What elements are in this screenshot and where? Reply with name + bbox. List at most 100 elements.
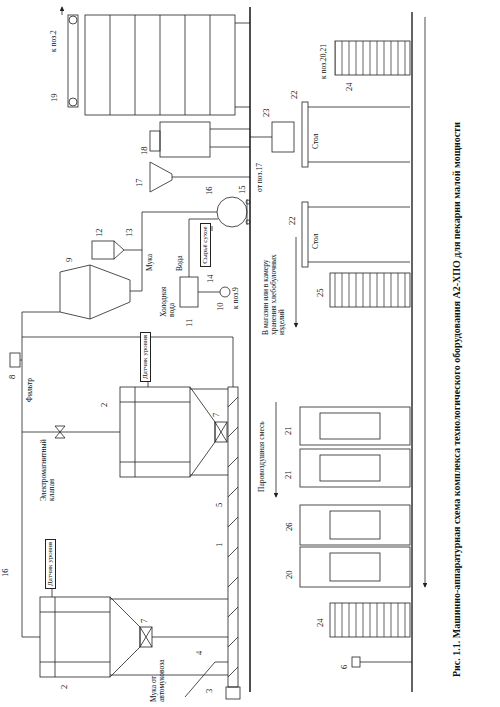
callout-number: 8 — [8, 375, 17, 379]
drawing-stroke — [198, 292, 220, 293]
drawing-stroke — [110, 599, 228, 675]
drawing-stroke — [276, 402, 277, 497]
drawing-stroke — [140, 627, 152, 647]
drawing-stroke — [52, 589, 53, 597]
callout-number: 7 — [212, 413, 221, 417]
drawing-stroke — [10, 353, 20, 367]
callout-number: 7 — [140, 619, 149, 623]
drawing-stroke — [92, 241, 114, 259]
callout-number: 25 — [316, 289, 325, 298]
annotation-label: Холодная вода — [160, 275, 176, 317]
callout-number: 14 — [206, 275, 215, 284]
annotation-label: Мука от автомуковоза — [150, 647, 166, 702]
drawing-stroke — [330, 511, 380, 539]
callout-number: 19 — [50, 94, 59, 103]
callout-number: 6 — [340, 665, 349, 669]
callout-number: 16 — [1, 569, 10, 578]
drawing-stroke — [272, 122, 294, 152]
drawing-stroke — [300, 505, 410, 545]
callout-number: 13 — [125, 229, 134, 238]
annotation-label: В магазин или в камеру хранения хлебобул… — [262, 240, 286, 335]
drawing-stroke — [40, 597, 140, 677]
drawing-stroke — [140, 627, 152, 647]
callout-number: 21 — [284, 427, 293, 436]
callout-number: 11 — [185, 319, 194, 327]
drawing-stroke — [60, 265, 130, 319]
callout-number: 24 — [345, 83, 354, 92]
drawing-stroke — [228, 387, 238, 687]
drawing-stroke — [68, 15, 78, 107]
drawing-stroke — [22, 312, 60, 637]
annotation-label: Стол — [312, 134, 320, 149]
drawing-stroke — [180, 277, 198, 307]
annotation-label: к поз.9 — [232, 287, 240, 309]
callout-number: 16 — [205, 187, 214, 196]
drawing-stroke — [20, 360, 22, 361]
drawing-stroke — [360, 662, 412, 663]
drawing-stroke — [114, 241, 142, 259]
drawing-stroke — [330, 603, 410, 637]
drawing-stroke — [210, 129, 250, 147]
drawing-stroke — [160, 122, 210, 157]
drawing-stroke — [22, 337, 233, 387]
callout-number: 10 — [216, 303, 225, 312]
drawing-stroke — [62, 7, 63, 15]
callout-number: 2 — [100, 403, 109, 407]
drawing-stroke — [249, 7, 251, 692]
drawing-stroke — [150, 162, 250, 192]
annotation-label: Мука — [146, 254, 154, 271]
figure-caption: Рис. 1.1. Машинно-аппаратурная схема ком… — [452, 122, 463, 677]
callout-number: 5 — [215, 503, 224, 507]
annotation-label: Стол — [312, 234, 320, 249]
drawing-stroke — [185, 662, 228, 697]
callout-number: 22 — [288, 217, 297, 226]
drawing-stroke — [55, 426, 65, 438]
drawing-stroke — [148, 382, 228, 475]
callout-number: 4 — [195, 651, 204, 655]
drawing-stroke — [308, 207, 410, 262]
annotation-label: Электромагнитный клапан — [40, 441, 56, 501]
node-text: Датчик уровня — [47, 542, 54, 586]
drawing-stroke — [335, 41, 410, 75]
drawing-stroke — [228, 397, 238, 677]
callout-number: 3 — [205, 689, 214, 693]
drawing-stroke — [330, 553, 380, 581]
drawing-stroke — [411, 12, 412, 692]
drawing-stroke — [69, 98, 77, 106]
drawing-stroke — [217, 197, 247, 227]
drawing-stroke — [22, 432, 120, 433]
drawing-stroke — [120, 387, 190, 477]
drawing-stroke — [226, 687, 240, 699]
drawing-stroke — [250, 137, 272, 138]
callout-number: 12 — [95, 229, 104, 238]
drawing-stroke — [110, 15, 250, 115]
drawing-stroke — [189, 219, 218, 277]
callout-number: 21 — [284, 471, 293, 480]
callout-number: 17 — [135, 179, 144, 188]
callout-number: 2 — [60, 685, 69, 689]
drawing-stroke — [215, 422, 227, 442]
callout-number: 15 — [238, 186, 247, 195]
drawing-stroke — [300, 407, 410, 445]
annotation-label: Вода — [176, 255, 184, 271]
drawing-stroke — [10, 7, 425, 699]
annotation-label: к поз.2 — [50, 30, 58, 52]
callout-number: 9 — [65, 258, 74, 262]
callout-number: 23 — [262, 109, 271, 118]
drawing-stroke — [425, 17, 426, 587]
drawing-stroke — [300, 449, 410, 487]
drawing-stroke — [212, 226, 213, 231]
drawing-stroke — [69, 16, 77, 24]
node-text: Датчик уровня — [142, 335, 149, 379]
drawing-stroke — [296, 237, 297, 327]
drawing-stroke — [130, 212, 217, 291]
annotation-label: Паровоздушная смесь — [258, 421, 266, 492]
drawing-stroke — [302, 102, 308, 167]
callout-number: 24 — [316, 619, 325, 628]
sensor-box: Датчик уровня — [140, 332, 151, 382]
callout-number: 22 — [290, 91, 299, 100]
annotation-label: к поз.20,21 — [320, 17, 328, 79]
